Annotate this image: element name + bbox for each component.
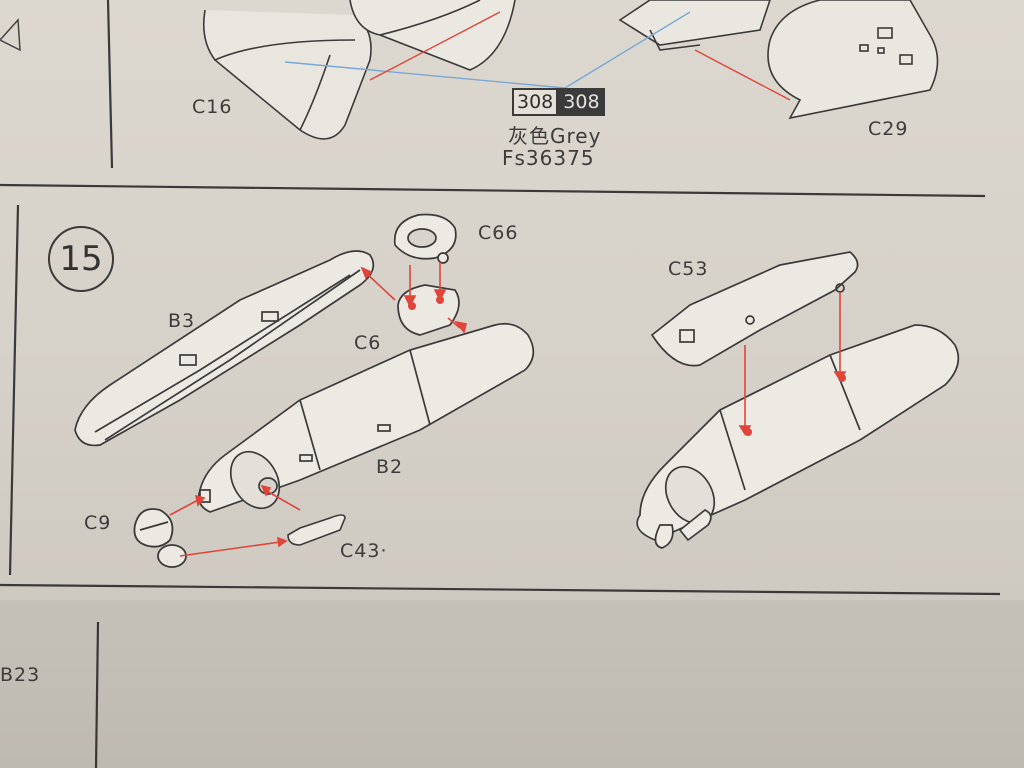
label-c9: C9 <box>84 512 112 534</box>
label-c6: C6 <box>354 332 382 354</box>
label-c43: C43· <box>340 540 388 562</box>
part-c9 <box>133 508 187 568</box>
paint-name: 灰色Grey <box>508 124 602 148</box>
paint-code-dark: 308 <box>558 88 605 116</box>
label-c66: C66 <box>478 222 519 244</box>
paint-fs-code: Fs36375 <box>502 146 595 170</box>
step-number: 15 <box>59 239 103 279</box>
part-c16 <box>202 9 372 140</box>
part-b3 <box>74 250 375 447</box>
part-c29 <box>618 0 939 120</box>
red-arrows-step15 <box>169 262 847 557</box>
label-b2: B2 <box>376 456 404 478</box>
label-c53: C53 <box>668 258 709 280</box>
red-arrows-top <box>369 11 791 101</box>
paint-code-light: 308 <box>512 88 559 116</box>
blue-arrows <box>284 11 691 89</box>
part-engine-assembly <box>636 324 960 549</box>
panel-divider <box>0 583 1001 596</box>
part-c53 <box>650 251 859 367</box>
part-outline <box>0 18 21 52</box>
part-c66 <box>393 213 457 264</box>
panel-divider <box>0 183 986 198</box>
label-b23: B23 <box>0 664 41 686</box>
paint-code-box: 308 308 <box>512 88 605 116</box>
label-c16: C16 <box>192 96 233 118</box>
label-b3: B3 <box>168 310 196 332</box>
part-c43 <box>287 514 346 546</box>
panel-divider <box>106 0 114 169</box>
panel-divider <box>8 204 20 576</box>
part-c6 <box>397 284 460 336</box>
panel-divider <box>94 621 100 768</box>
label-c29: C29 <box>868 118 909 140</box>
step-number-badge: 15 <box>48 226 114 292</box>
part-upper-intake <box>349 0 516 71</box>
